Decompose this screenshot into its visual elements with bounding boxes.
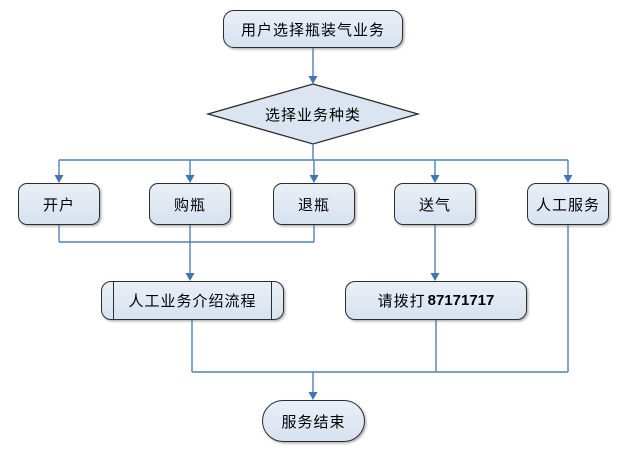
end-node: 服务结束 bbox=[262, 400, 365, 442]
call-node-prefix: 请拨打 bbox=[377, 294, 426, 310]
option-node-gouping: 购瓶 bbox=[149, 183, 231, 225]
subprocess-bar bbox=[113, 282, 114, 319]
end-node-label: 服务结束 bbox=[281, 414, 346, 431]
option-node-kaihu: 开户 bbox=[18, 183, 100, 225]
option-label: 开户 bbox=[42, 197, 75, 214]
subprocess-node-label: 人工业务介绍流程 bbox=[128, 294, 257, 310]
option-label: 购瓶 bbox=[173, 197, 206, 214]
option-label: 送气 bbox=[418, 197, 451, 214]
subprocess-node-intro: 人工业务介绍流程 bbox=[101, 281, 284, 320]
connector-lines bbox=[58, 48, 569, 393]
arrowheads bbox=[54, 76, 573, 400]
option-node-tuiping: 退瓶 bbox=[273, 183, 355, 225]
option-node-songqi: 送气 bbox=[394, 183, 476, 225]
decision-node-label: 选择业务种类 bbox=[264, 107, 361, 124]
option-label: 人工服务 bbox=[535, 197, 600, 214]
call-node: 请拨打 87171717 bbox=[345, 281, 527, 320]
start-node-label: 用户选择瓶装气业务 bbox=[240, 22, 385, 39]
option-node-rengongfuwu: 人工服务 bbox=[527, 183, 609, 225]
start-node: 用户选择瓶装气业务 bbox=[223, 10, 403, 48]
decision-node: 选择业务种类 bbox=[208, 84, 418, 144]
phone-number: 87171717 bbox=[427, 292, 495, 309]
subprocess-bar bbox=[271, 282, 272, 319]
option-label: 退瓶 bbox=[297, 197, 330, 214]
